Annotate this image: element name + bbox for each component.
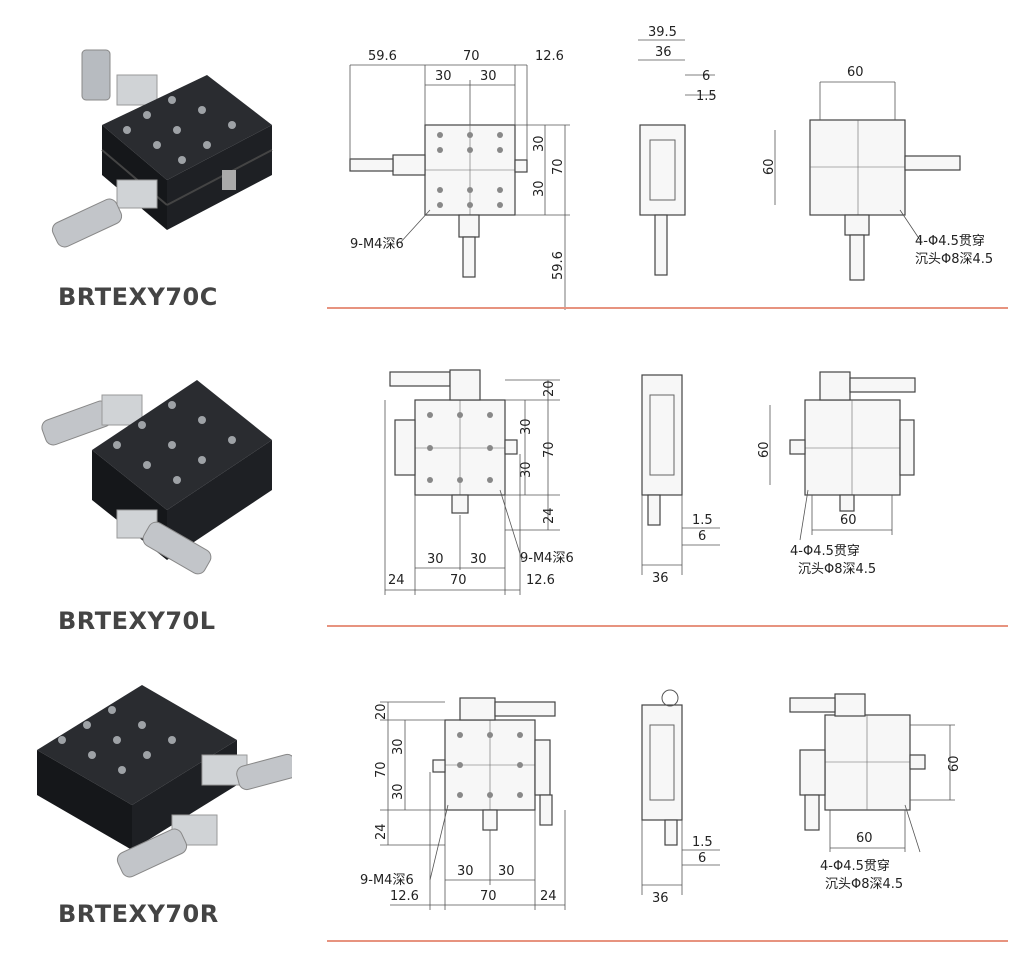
- model-label: BRTEXY70R: [58, 900, 219, 928]
- dim-label: 1.5: [692, 513, 713, 528]
- product-photo-brtexy70l: [41, 380, 272, 575]
- callout-label: 沉头Φ8深4.5: [825, 877, 903, 892]
- bottom-view: 60 60 4-Φ4.5贯穿 沉头Φ8深4.5: [757, 371, 916, 577]
- dim-label: 6: [698, 851, 706, 866]
- callout-label: 9-M4深6: [520, 551, 574, 566]
- dim-label: 70: [551, 158, 566, 175]
- dim-label: 1.5: [696, 89, 717, 104]
- dim-label: 70: [480, 889, 497, 904]
- dim-label: 30: [391, 738, 406, 755]
- side-view: 39.5 36 6 1.5: [638, 25, 717, 276]
- model-label: BRTEXY70C: [58, 283, 218, 311]
- dim-label: 30: [427, 552, 444, 567]
- dim-label: 60: [840, 513, 857, 528]
- divider-line: [327, 307, 1008, 309]
- dim-label: 6: [698, 529, 706, 544]
- dim-label: 30: [532, 135, 547, 152]
- dim-label: 12.6: [390, 889, 419, 904]
- bottom-view: 60 60 4-Φ4.5贯穿 沉头Φ8深4.5: [789, 693, 962, 892]
- product-section-brtexy70r: BRTEXY70R 20 30 70 30 24: [0, 640, 1026, 954]
- product-photo-brtexy70c: [51, 49, 273, 248]
- top-view: 59.6 70 12.6 30 30 30 30 70 59.6 9-M4深6: [349, 49, 570, 310]
- dim-label: 1.5: [692, 835, 713, 850]
- dim-label: 30: [519, 461, 534, 478]
- dim-label: 24: [374, 823, 389, 840]
- dim-label: 70: [463, 49, 480, 64]
- dim-label: 12.6: [526, 573, 555, 588]
- product-photo-brtexy70r: [37, 685, 292, 878]
- dim-label: 70: [374, 761, 389, 778]
- dim-label: 36: [655, 45, 672, 60]
- technical-drawing-brtexy70l: 20 30 70 30 24 30 30 24 70 12.6 9-M4深6: [384, 369, 916, 595]
- bottom-view: 60 60 4-Φ4.5贯穿 沉头Φ8深4.5: [762, 65, 993, 281]
- dim-label: 30: [435, 69, 452, 84]
- dim-label: 60: [762, 158, 777, 175]
- technical-drawing-brtexy70c: 59.6 70 12.6 30 30 30 30 70 59.6 9-M4深6 …: [349, 25, 993, 310]
- callout-label: 9-M4深6: [360, 873, 414, 888]
- dim-label: 30: [498, 864, 515, 879]
- dim-label: 24: [542, 507, 557, 524]
- dim-label: 39.5: [648, 25, 677, 40]
- dim-label: 60: [757, 441, 772, 458]
- dim-label: 20: [542, 380, 557, 397]
- dim-label: 70: [450, 573, 467, 588]
- model-label: BRTEXY70L: [58, 607, 216, 635]
- dim-label: 30: [470, 552, 487, 567]
- dim-label: 24: [540, 889, 557, 904]
- dim-label: 60: [847, 65, 864, 80]
- product-section-brtexy70c: BRTEXY70C 59.6 70 12.6 30: [0, 0, 1026, 320]
- dim-label: 59.6: [368, 49, 397, 64]
- dim-label: 30: [519, 418, 534, 435]
- divider-line: [327, 940, 1008, 942]
- dim-label: 30: [391, 783, 406, 800]
- callout-label: 9-M4深6: [350, 237, 404, 252]
- dim-label: 59.6: [551, 251, 566, 280]
- dim-label: 60: [856, 831, 873, 846]
- callout-label: 沉头Φ8深4.5: [915, 252, 993, 267]
- technical-drawing-brtexy70r: 20 30 70 30 24 30 30 12.6 70 24 9-M4深6: [360, 689, 962, 910]
- dim-label: 60: [947, 755, 962, 772]
- callout-label: 4-Φ4.5贯穿: [820, 858, 890, 874]
- dim-label: 30: [480, 69, 497, 84]
- dim-label: 36: [652, 571, 669, 586]
- top-view: 20 30 70 30 24 30 30 24 70 12.6 9-M4深6: [384, 369, 574, 595]
- dim-label: 24: [388, 573, 405, 588]
- top-view: 20 30 70 30 24 30 30 12.6 70 24 9-M4深6: [360, 697, 566, 910]
- dim-label: 6: [702, 69, 710, 84]
- dim-label: 36: [652, 891, 669, 906]
- dim-label: 30: [532, 180, 547, 197]
- dim-label: 20: [374, 703, 389, 720]
- callout-label: 4-Φ4.5贯穿: [790, 543, 860, 559]
- callout-label: 4-Φ4.5贯穿: [915, 233, 985, 249]
- product-section-brtexy70l: BRTEXY70L 20 30 70 30 24: [0, 320, 1026, 640]
- dim-label: 30: [457, 864, 474, 879]
- micrometer-icon: [81, 49, 111, 101]
- side-view: 1.5 6 36: [641, 689, 720, 906]
- callout-label: 沉头Φ8深4.5: [798, 562, 876, 577]
- dim-label: 12.6: [535, 49, 564, 64]
- dim-label: 70: [542, 441, 557, 458]
- divider-line: [327, 625, 1008, 627]
- side-view: 1.5 6 36: [641, 374, 720, 586]
